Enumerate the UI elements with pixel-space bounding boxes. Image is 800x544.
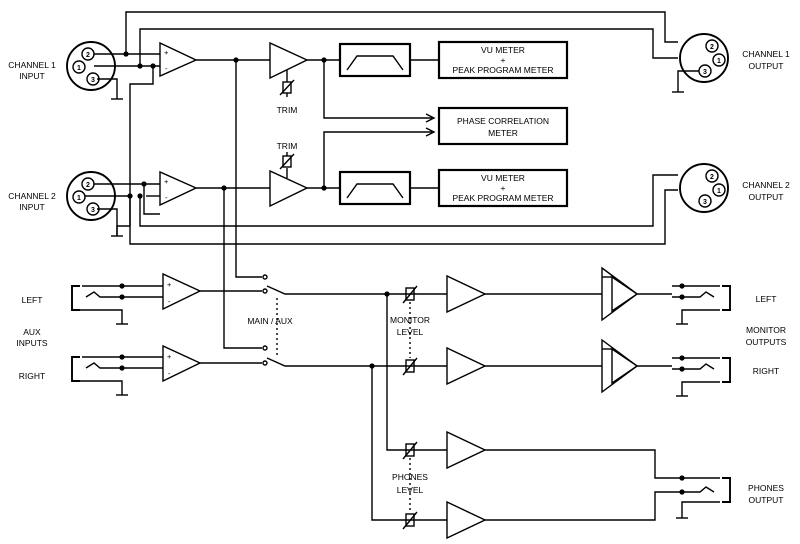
svg-text:-: - — [165, 193, 168, 202]
phones-left-feed — [386, 294, 447, 451]
svg-text:INPUTS: INPUTS — [16, 338, 48, 348]
vu-meter-1: VU METER + PEAK PROGRAM METER — [437, 40, 569, 80]
phones-output-label: PHONES — [748, 483, 784, 493]
wire — [485, 449, 720, 479]
xlr-pin-2: 2 — [86, 52, 90, 59]
svg-text:1: 1 — [77, 195, 81, 202]
svg-text:OUTPUT: OUTPUT — [749, 495, 784, 505]
svg-text:+: + — [501, 183, 506, 193]
svg-text:-: - — [168, 297, 171, 306]
aux-right-amp: + - — [162, 344, 202, 383]
svg-text:VU METER: VU METER — [481, 45, 525, 55]
channel-2-diff-amp: + - — [159, 170, 198, 207]
svg-text:2: 2 — [710, 174, 714, 181]
svg-text:+: + — [164, 177, 169, 186]
channel-1-output-connector: 2 1 3 — [672, 33, 729, 93]
monitor-right-output-jack — [672, 355, 731, 397]
phones-output-jack — [676, 475, 731, 519]
svg-text:2: 2 — [710, 44, 714, 51]
monitor-right-amp — [446, 346, 487, 386]
svg-text:3: 3 — [703, 69, 707, 76]
aux-inputs-label: AUX — [23, 327, 41, 337]
svg-text:INPUT: INPUT — [19, 71, 45, 81]
svg-text:PEAK PROGRAM METER: PEAK PROGRAM METER — [452, 65, 553, 75]
trim-label: TRIM — [277, 105, 298, 115]
trim-label: TRIM — [277, 141, 298, 151]
monitor-right-label: RIGHT — [753, 366, 779, 376]
svg-text:LEVEL: LEVEL — [397, 327, 424, 337]
main-aux-switch: MAIN / AUX — [247, 274, 387, 367]
svg-text:VU METER: VU METER — [481, 173, 525, 183]
arrowhead — [425, 127, 436, 137]
monitor-right-driver — [601, 338, 639, 394]
channel-1-filter — [338, 42, 412, 78]
channel-2-output-connector: 2 1 3 — [679, 163, 729, 213]
wire — [485, 486, 715, 521]
channel-2-input-label: CHANNEL 2 — [8, 191, 56, 201]
phones-left-amp — [446, 430, 487, 470]
svg-text:1: 1 — [717, 188, 721, 195]
channel-2-trim-amp: TRIM — [269, 141, 309, 208]
side-labels: CHANNEL 1 INPUT CHANNEL 2 INPUT CHANNEL … — [8, 49, 790, 505]
svg-text:PHASE CORRELATION: PHASE CORRELATION — [457, 116, 549, 126]
channel-2-input-wiring — [85, 174, 678, 245]
phones-right-amp — [446, 500, 487, 540]
svg-text:LEVEL: LEVEL — [397, 485, 424, 495]
svg-text:+: + — [167, 352, 172, 361]
svg-text:OUTPUT: OUTPUT — [749, 192, 784, 202]
channel-1-output-label: CHANNEL 1 — [742, 49, 790, 59]
monitor-level-pot: MONITOR LEVEL — [390, 285, 430, 376]
monitor-outputs-label: MONITOR — [746, 325, 786, 335]
plus-sign: + — [164, 48, 169, 57]
svg-text:3: 3 — [91, 207, 95, 214]
xlr-pin-3: 3 — [91, 77, 95, 84]
wire — [323, 60, 432, 119]
main-right-bus — [223, 188, 262, 349]
svg-text:OUTPUT: OUTPUT — [749, 61, 784, 71]
arrowhead — [425, 113, 436, 123]
phase-correlation-meter: PHASE CORRELATION METER — [437, 106, 569, 146]
phones-level-pot: PHONES LEVEL — [392, 441, 428, 530]
svg-text:1: 1 — [717, 58, 721, 65]
monitor-left-output-jack — [672, 283, 731, 325]
phones-right-feed — [371, 366, 447, 521]
monitor-left-label: LEFT — [756, 294, 777, 304]
svg-text:INPUT: INPUT — [19, 202, 45, 212]
channel-1-trim-amp: TRIM — [269, 41, 309, 115]
channel-1-input-label: CHANNEL 1 — [8, 60, 56, 70]
svg-text:MONITOR: MONITOR — [390, 315, 430, 325]
svg-text:PEAK PROGRAM METER: PEAK PROGRAM METER — [452, 193, 553, 203]
aux-right-jack — [71, 354, 163, 396]
monitor-left-amp — [446, 274, 487, 314]
xlr-pin-1: 1 — [77, 65, 81, 72]
main-aux-label: MAIN / AUX — [247, 316, 293, 326]
svg-text:PHONES: PHONES — [392, 472, 428, 482]
svg-text:3: 3 — [703, 199, 707, 206]
svg-text:+: + — [167, 280, 172, 289]
vu-meter-2: VU METER + PEAK PROGRAM METER — [437, 168, 569, 208]
channel-2-output-label: CHANNEL 2 — [742, 180, 790, 190]
svg-text:METER: METER — [488, 128, 518, 138]
wire — [323, 131, 432, 188]
channel-2-input-connector: 2 1 3 — [66, 171, 116, 221]
aux-left-jack — [71, 283, 163, 325]
minus-sign: - — [165, 64, 168, 73]
main-left-bus — [235, 60, 262, 278]
svg-text:-: - — [168, 369, 171, 378]
svg-text:2: 2 — [86, 182, 90, 189]
svg-text:+: + — [501, 55, 506, 65]
svg-text:OUTPUTS: OUTPUTS — [746, 337, 787, 347]
aux-left-label: LEFT — [22, 295, 43, 305]
aux-right-label: RIGHT — [19, 371, 45, 381]
channel-1-diff-amp: + - — [159, 41, 198, 78]
channel-2-filter — [338, 170, 412, 206]
aux-left-amp: + - — [162, 272, 202, 311]
monitor-left-driver — [601, 266, 639, 322]
